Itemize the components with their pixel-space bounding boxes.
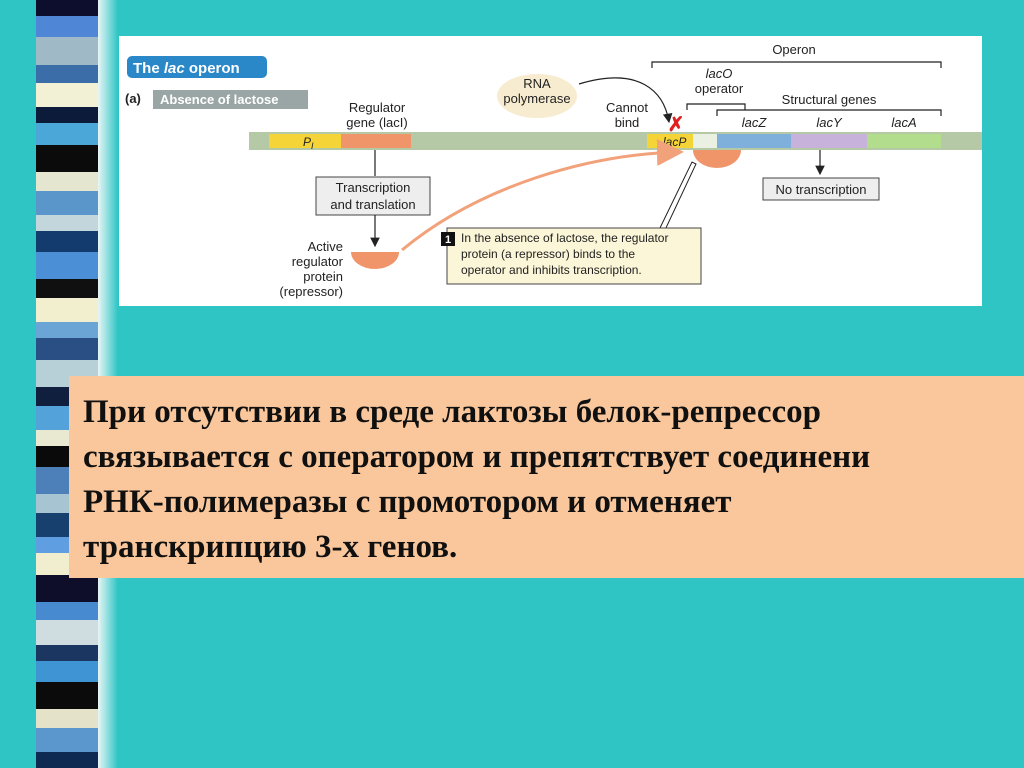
- stripe-segment: [36, 252, 98, 279]
- stripe-segment: [36, 338, 98, 360]
- stripe-segment: [36, 215, 98, 231]
- stripe-segment: [36, 602, 98, 621]
- operon-bracket: [652, 62, 941, 68]
- lacp-label: lacP: [663, 135, 686, 149]
- stripe-segment: [36, 0, 98, 16]
- free-repressor-icon: [351, 252, 399, 269]
- stripe-segment: [36, 107, 98, 123]
- operator-bracket: [687, 104, 745, 110]
- lac-operon-figure: The lac operon (a) Absence of lactose Op…: [119, 36, 982, 306]
- figure-badge: The lac operon: [133, 60, 240, 77]
- stripe-segment: [36, 37, 98, 64]
- stripe-segment: [36, 172, 98, 191]
- stripe-segment: [36, 279, 98, 298]
- stripe-segment: [36, 728, 98, 752]
- stripe-segment: [36, 123, 98, 145]
- stripe-segment: [36, 752, 98, 768]
- stripe-segment: [36, 661, 98, 683]
- stripe-segment: [36, 682, 98, 709]
- panel-letter: (a): [125, 91, 141, 106]
- stripe-segment: [36, 620, 98, 644]
- step-number: 1: [445, 234, 451, 246]
- regulator-gene-lacI: [341, 134, 411, 148]
- stripe-segment: [36, 145, 98, 172]
- callout-pointer: [659, 162, 696, 230]
- gene-lacA-label: lacA: [891, 115, 916, 130]
- stripe-segment: [36, 322, 98, 338]
- stripe-segment: [36, 231, 98, 253]
- stripe-segment: [36, 645, 98, 661]
- no-transcription-label: No transcription: [775, 182, 866, 197]
- stripe-segment: [36, 83, 98, 107]
- structural-genes-label: Structural genes: [782, 92, 877, 107]
- caption-text: При отсутствии в среде лактозы белок-реп…: [83, 390, 1024, 570]
- condition-label: Absence of lactose: [160, 92, 279, 107]
- stripe-segment: [36, 709, 98, 728]
- operator-region: [693, 134, 717, 148]
- caption-box: При отсутствии в среде лактозы белок-реп…: [69, 376, 1024, 578]
- stripe-segment: [36, 298, 98, 322]
- stripe-segment: [36, 16, 98, 38]
- stripe-segment: [36, 575, 98, 602]
- operon-label: Operon: [772, 42, 815, 57]
- gene-lacZ: [717, 134, 791, 148]
- gene-lacZ-label: lacZ: [742, 115, 768, 130]
- operon-diagram: The lac operon (a) Absence of lactose Op…: [119, 36, 982, 306]
- gene-lacY: [791, 134, 867, 148]
- bound-repressor-icon: [693, 150, 741, 168]
- gene-lacA: [867, 134, 941, 148]
- stripe-segment: [36, 65, 98, 84]
- gene-lacY-label: lacY: [816, 115, 843, 130]
- stripe-segment: [36, 191, 98, 215]
- cannot-bind-x-icon: ✗: [668, 114, 685, 136]
